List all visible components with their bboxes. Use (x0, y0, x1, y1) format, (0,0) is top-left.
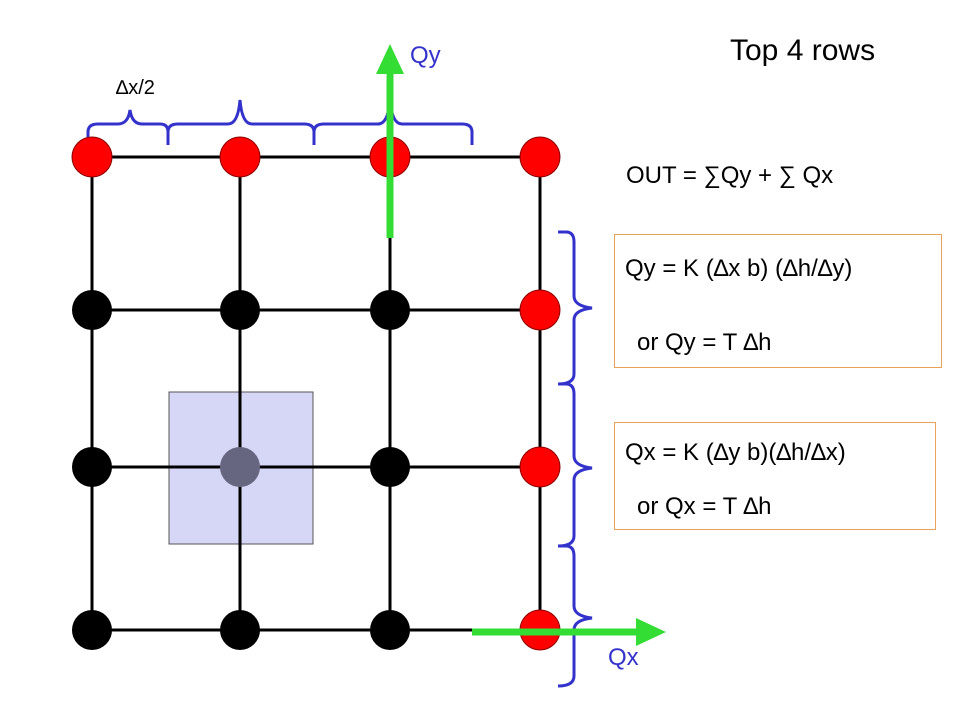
brace-cell (166, 99, 316, 145)
brace-right (557, 544, 593, 688)
qx-arrow (472, 618, 666, 646)
qy-equation: Qy = K (∆x b) (∆h/∆y) (625, 255, 853, 282)
qy-equation-alt: or Qy = T ∆h (637, 329, 772, 356)
boundary-node (219, 136, 261, 178)
brace-right (557, 382, 593, 548)
grid-lines (90, 155, 542, 632)
interior-node (72, 447, 112, 487)
top-braces (86, 99, 474, 145)
qx-equation-alt: or Qx = T ∆h (637, 493, 772, 520)
boundary-node (519, 136, 561, 178)
spacing-label: ∆x/2 (116, 77, 155, 99)
nodes (71, 136, 561, 651)
right-braces (557, 230, 593, 688)
brace-right (557, 230, 593, 386)
out-equation: OUT = ∑Qy + ∑ Qx (626, 162, 834, 189)
boundary-node (71, 136, 113, 178)
center-node (220, 447, 260, 487)
qy-equation-box: Qy = K (∆x b) (∆h/∆y) or Qy = T ∆h (614, 234, 942, 368)
interior-node (72, 610, 112, 650)
qy-arrow (376, 44, 404, 238)
boundary-node (519, 289, 561, 331)
qx-equation-box: Qx = K (∆y b)(∆h/∆x) or Qx = T ∆h (614, 422, 936, 530)
interior-node (72, 290, 112, 330)
qy-arrow-label: Qy (410, 42, 441, 69)
brace-half-cell (86, 109, 170, 145)
interior-node (370, 447, 410, 487)
interior-node (370, 290, 410, 330)
interior-node (220, 610, 260, 650)
qx-arrow-label: Qx (608, 644, 639, 671)
interior-node (220, 290, 260, 330)
interior-node (370, 610, 410, 650)
page-title: Top 4 rows (730, 34, 876, 67)
boundary-node (519, 446, 561, 488)
qx-equation: Qx = K (∆y b)(∆h/∆x) (625, 439, 846, 466)
